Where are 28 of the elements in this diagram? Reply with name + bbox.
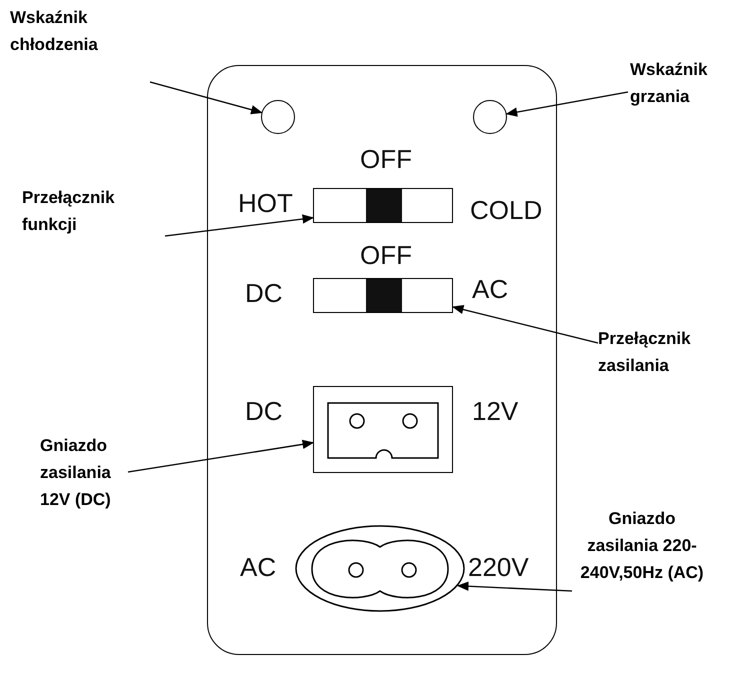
panel-label: 220V [468, 554, 529, 580]
indicator-light [261, 100, 295, 134]
callout-text: Gniazdo zasilania 220-240V,50Hz (AC) [579, 508, 705, 584]
toggle-switch [313, 278, 453, 313]
callout-text: Wskaźnik grzania [630, 59, 708, 108]
panel-label: OFF [360, 146, 412, 172]
callout-text: Przełącznik zasilania [598, 328, 692, 377]
callout-text: Gniazdo zasilania 12V (DC) [40, 435, 112, 511]
leader-line [452, 304, 598, 344]
dc-socket [313, 386, 453, 473]
panel-label: OFF [360, 242, 412, 268]
panel-label: AC [240, 554, 276, 580]
toggle-switch [313, 188, 453, 223]
leader-line [506, 91, 628, 117]
panel-label: DC [245, 398, 283, 424]
panel-label: DC [245, 280, 283, 306]
indicator-light [473, 100, 507, 134]
panel-label: HOT [238, 190, 293, 216]
leader-line [150, 81, 263, 114]
panel-label: COLD [470, 197, 542, 223]
leader-line [128, 440, 314, 473]
ac-socket [295, 525, 465, 612]
callout-text: Przełącznik funkcji [22, 187, 116, 236]
leader-line [456, 582, 572, 592]
panel-label: AC [472, 276, 508, 302]
callout-text: Wskaźnik chłodzenia [10, 7, 99, 56]
panel-label: 12V [472, 398, 518, 424]
leader-line [164, 214, 314, 237]
